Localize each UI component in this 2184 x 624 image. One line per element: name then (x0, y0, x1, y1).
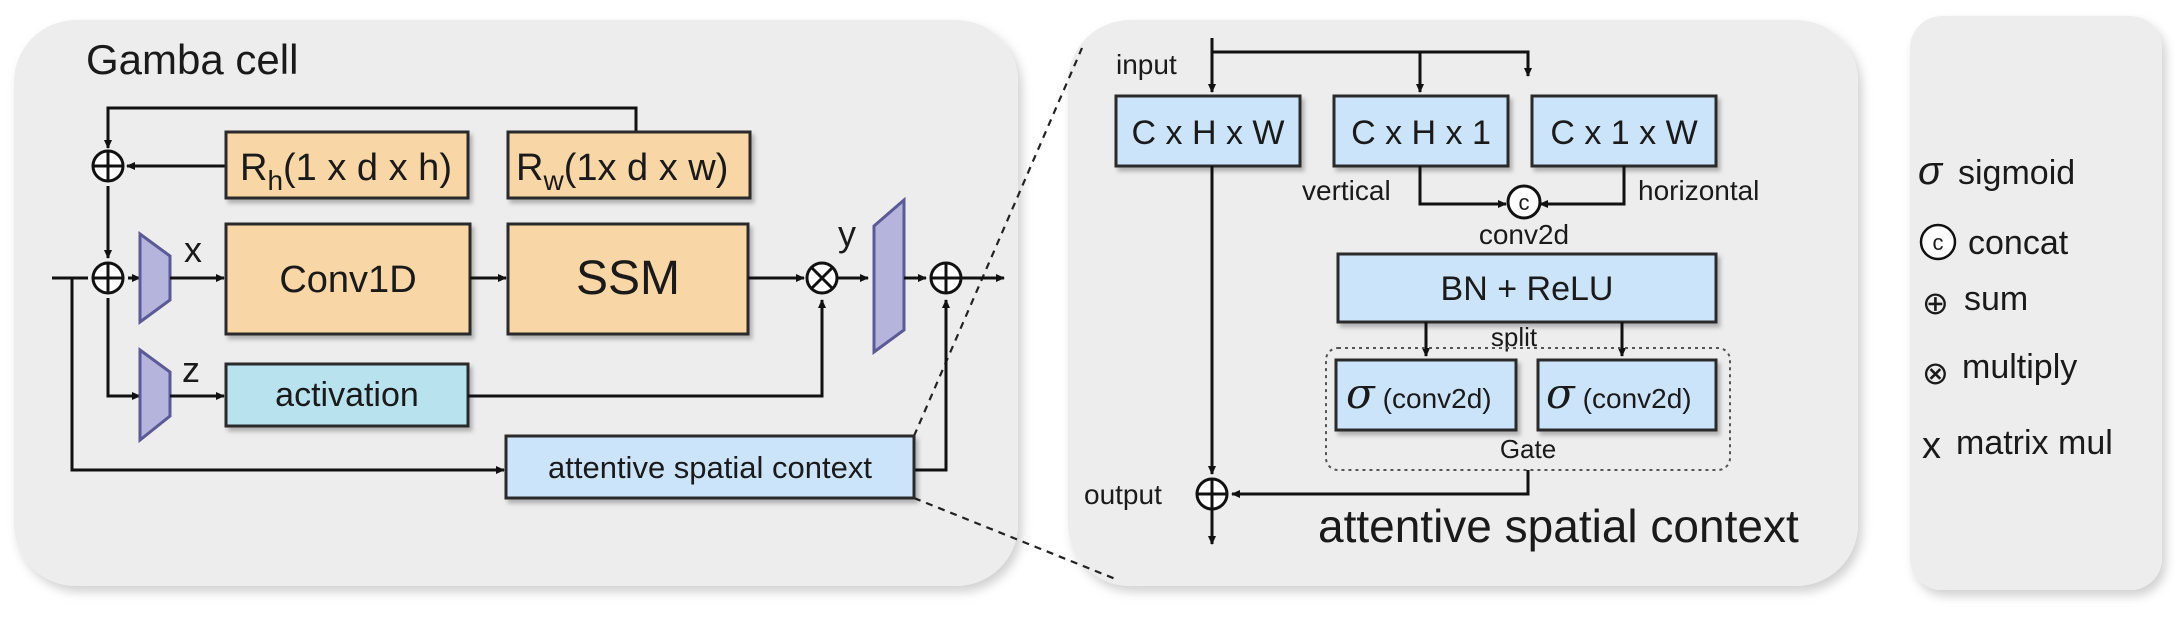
horizontal-to-concat-arrow (1539, 166, 1626, 208)
gate-label: Gate (1500, 434, 1556, 464)
rh-label: Rh(1 x d x h) (240, 147, 452, 196)
feedback-line (104, 106, 638, 149)
gate-to-output-arrow (1231, 470, 1530, 498)
y-projection (872, 196, 906, 355)
conv1d-label: Conv1D (279, 259, 416, 301)
bn-relu-label: BN + ReLU (1441, 270, 1614, 308)
legend-sum-symbol: ⊕ (1922, 285, 1949, 321)
gate-left-label: σ(conv2d) (1346, 369, 1492, 418)
legend-concat-symbol: c (1933, 230, 1944, 255)
c1w-box (1530, 94, 1718, 168)
chw-box (1114, 94, 1302, 168)
c1w-label: C x 1 x W (1550, 114, 1697, 152)
concat-op-symbol: c (1519, 190, 1530, 215)
legend: σ sigmoid c concat ⊕ sum ⊗ multiply x ma… (1918, 149, 2113, 467)
conv1d-box (224, 222, 472, 336)
asc-box (504, 434, 916, 500)
skip-to-asc-line (70, 278, 505, 474)
activation-label: activation (275, 376, 419, 414)
x-label: x (184, 229, 202, 270)
activation-box (224, 362, 470, 428)
zoom-line-bottom (913, 496, 1119, 582)
gate-right-box (1536, 358, 1718, 432)
legend-multiply-label: multiply (1962, 348, 2077, 386)
asc-title: attentive spatial context (1318, 500, 1799, 552)
vertical-to-concat-arrow (1418, 166, 1507, 208)
gate-left-box (1334, 358, 1518, 432)
input-top-line (1210, 38, 1532, 77)
ssm-box (506, 222, 750, 336)
legend-sum-label: sum (1964, 280, 2028, 318)
y-label: y (838, 213, 856, 254)
rh-box (224, 130, 470, 200)
rw-label: Rw(1x d x w) (516, 147, 728, 196)
legend-concat-icon (1919, 223, 1957, 261)
gamba-title: Gamba cell (86, 36, 298, 83)
gate-right-label: σ(conv2d) (1546, 369, 1692, 418)
x-projection (138, 231, 172, 325)
rw-box (506, 130, 752, 200)
chw-label: C x H x W (1132, 114, 1285, 152)
legend-sigma-label: sigmoid (1958, 154, 2075, 192)
vertical-label: vertical (1302, 175, 1391, 206)
z-branch-line (106, 298, 141, 400)
conv2d-label: conv2d (1479, 219, 1569, 250)
legend-concat-label: concat (1968, 224, 2069, 262)
ch1-label: C x H x 1 (1351, 114, 1491, 152)
horizontal-label: horizontal (1638, 175, 1759, 206)
output-label: output (1084, 479, 1162, 510)
gate-region (1325, 347, 1731, 471)
z-projection (138, 347, 172, 444)
concat-op (1506, 184, 1542, 220)
legend-matmul-symbol: x (1922, 425, 1941, 467)
asc-box-label: attentive spatial context (548, 450, 872, 485)
legend-panel (1910, 16, 2162, 590)
bn-relu-box (1336, 252, 1718, 324)
legend-multiply-symbol: ⊗ (1922, 355, 1949, 391)
ch1-box (1332, 94, 1510, 168)
multiply-cross-b (809, 265, 835, 291)
legend-sigma-symbol: σ (1918, 149, 1944, 193)
legend-matmul-label: matrix mul (1956, 424, 2113, 462)
asc-to-sum-arrow (914, 299, 950, 472)
input-label: input (1116, 49, 1177, 80)
z-label: z (182, 349, 200, 390)
activation-to-mult-arrow (468, 299, 826, 398)
ssm-label: SSM (576, 252, 680, 305)
zoom-line-top (912, 47, 1084, 437)
